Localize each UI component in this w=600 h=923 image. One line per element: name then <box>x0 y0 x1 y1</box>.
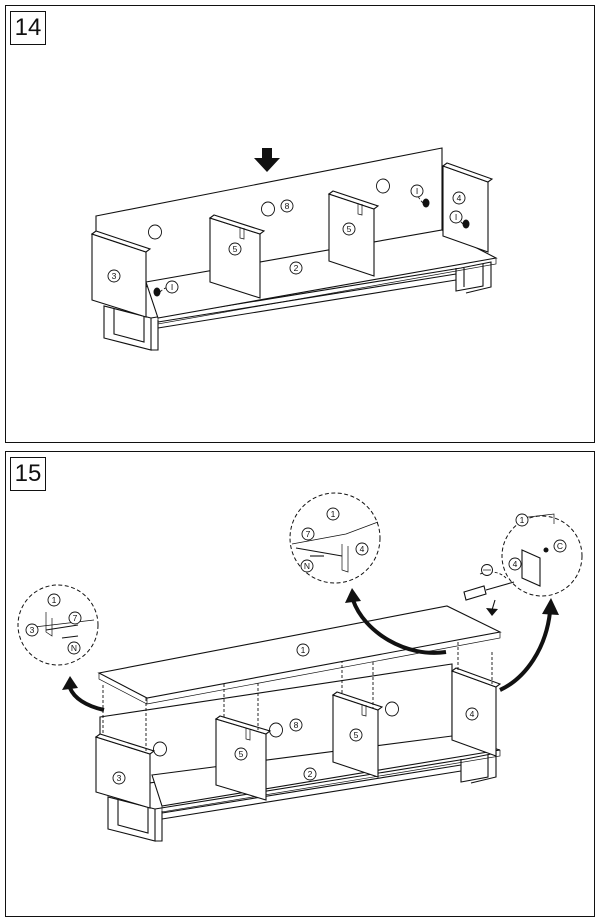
svg-text:I: I <box>416 186 418 196</box>
cable-hole <box>261 201 275 217</box>
fastener-callout: I <box>153 280 179 297</box>
label-bottom: 2 <box>294 263 299 273</box>
label-side-right: 4 <box>470 709 475 719</box>
side-panel-right: 4 <box>450 667 502 757</box>
back-panel: 8 <box>95 147 443 297</box>
svg-text:7: 7 <box>306 529 311 539</box>
svg-text:I: I <box>455 212 457 222</box>
svg-text:4: 4 <box>360 544 365 554</box>
svg-text:C: C <box>557 541 563 551</box>
step-15-illustration: 8 2 5 5 3 <box>17 492 583 842</box>
label-divider-left: 5 <box>233 244 238 254</box>
label-side-left: 3 <box>112 271 117 281</box>
label-divider-right: 5 <box>354 730 359 740</box>
curved-arrow-icon <box>62 676 105 712</box>
detail-bubble-left: 1 3 7 N <box>17 584 99 666</box>
cable-hole <box>148 224 162 240</box>
divider-right: 5 <box>331 691 384 778</box>
step-number: 14 <box>10 11 46 45</box>
fastener-callout: I <box>449 210 470 229</box>
label-top: 1 <box>301 645 306 655</box>
divider-left: 5 <box>208 214 266 299</box>
step-14-panel: 14 8 2 <box>5 5 595 443</box>
svg-text:I: I <box>171 282 173 292</box>
detail-bubble-right: 1 4 C <box>501 513 583 597</box>
step-14-illustration: 8 2 5 5 3 <box>90 147 498 351</box>
down-arrow-icon <box>254 148 280 172</box>
side-panel-left: 3 <box>94 733 156 809</box>
step-15-panel: 15 8 2 <box>5 451 595 917</box>
fastener-callout: I <box>410 184 430 208</box>
screwdriver-icon <box>463 564 515 616</box>
cable-hole <box>376 178 390 194</box>
side-panel-right: 4 <box>441 162 494 253</box>
svg-text:N: N <box>71 643 77 653</box>
svg-text:3: 3 <box>30 625 35 635</box>
svg-text:1: 1 <box>52 595 57 605</box>
label-side-left: 3 <box>117 773 122 783</box>
divider-left: 5 <box>214 715 272 801</box>
curved-arrow-icon <box>499 598 559 692</box>
label-bottom: 2 <box>308 769 313 779</box>
svg-text:1: 1 <box>520 515 525 525</box>
top-board: 1 <box>97 605 502 705</box>
label-back: 8 <box>294 720 299 730</box>
curved-arrow-icon <box>345 588 447 655</box>
detail-bubble-center: 1 7 4 N <box>289 492 381 584</box>
step-number: 15 <box>10 457 46 491</box>
side-panel-left: 3 <box>90 230 152 318</box>
svg-text:4: 4 <box>513 559 518 569</box>
svg-text:N: N <box>304 561 310 571</box>
divider-right: 5 <box>327 190 380 277</box>
svg-text:1: 1 <box>331 509 336 519</box>
label-back: 8 <box>285 201 290 211</box>
svg-text:7: 7 <box>73 613 78 623</box>
label-divider-right: 5 <box>347 224 352 234</box>
label-divider-left: 5 <box>239 749 244 759</box>
label-side-right: 4 <box>457 193 462 203</box>
base-frame <box>103 261 492 351</box>
